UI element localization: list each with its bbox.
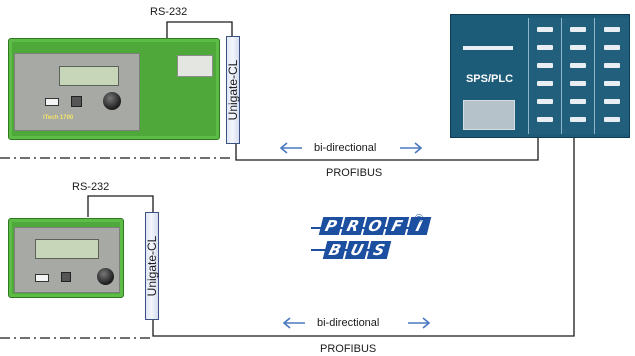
profibus-logo-line-top: [311, 227, 415, 229]
upper-device: iTech 1700: [8, 38, 220, 140]
profibus-logo-letter: U: [344, 241, 370, 259]
lower-bus-label: PROFIBUS: [320, 343, 377, 355]
plc-io-slot: [604, 81, 620, 86]
plc-io-slot: [604, 45, 620, 50]
plc-io-slot: [537, 45, 553, 50]
lower-rs232-label: RS-232: [72, 181, 110, 193]
profibus-logo: P R O F I B U S ®: [311, 213, 432, 267]
lower-device: [8, 218, 124, 298]
upper-device-label-plate: [177, 55, 213, 77]
plc-io-slot: [570, 45, 586, 50]
upper-usb-b-port-icon: [71, 96, 82, 107]
lower-gateway: Unigate-CL: [145, 212, 159, 320]
plc-io-slot: [537, 63, 553, 68]
plc-io-slot: [570, 117, 586, 122]
lower-direction-label: bi-directional: [317, 317, 380, 329]
plc-io-slot: [537, 27, 553, 32]
profibus-logo-letter: B: [322, 241, 348, 259]
upper-profibus-line: [235, 138, 539, 161]
plc-window: [463, 100, 515, 130]
lower-usb-b-port-icon: [61, 272, 71, 282]
profibus-logo-letter: R: [340, 217, 366, 235]
upper-bus-label: PROFIBUS: [326, 167, 383, 179]
plc-module-3: [594, 18, 629, 134]
plc-io-slot: [604, 99, 620, 104]
plc-io-slot: [537, 117, 553, 122]
upper-rs232-cable: [166, 21, 233, 40]
upper-device-display: [59, 66, 119, 86]
profibus-logo-top-row: P R O F I: [318, 217, 432, 235]
lower-rs232-cable: [87, 195, 154, 217]
upper-device-logo: iTech 1700: [43, 115, 74, 121]
upper-usb-port-icon: [45, 98, 59, 106]
plc-indicator-bar: [463, 46, 513, 50]
lower-gateway-label: Unigate-CL: [145, 235, 159, 297]
lower-profibus-line: [152, 138, 575, 337]
upper-device-knob-icon: [103, 92, 121, 110]
plc-io-slot: [604, 27, 620, 32]
upper-rs232-label: RS-232: [150, 6, 188, 18]
profibus-logo-letter: P: [318, 217, 344, 235]
upper-right-arrow: [400, 142, 423, 154]
upper-direction-label: bi-directional: [314, 142, 377, 154]
plc-io-slot: [570, 99, 586, 104]
lower-right-arrow: [408, 317, 431, 329]
plc-label: SPS/PLC: [465, 73, 514, 85]
plc-io-slot: [570, 81, 586, 86]
upper-gateway: Unigate-CL: [226, 36, 240, 144]
plc-io-slot: [537, 99, 553, 104]
profibus-logo-bottom-row: B U S: [322, 241, 392, 259]
lower-device-knob-icon: [97, 268, 114, 285]
profibus-logo-letter: O: [362, 217, 388, 235]
lower-usb-port-icon: [35, 274, 49, 282]
lower-left-arrow: [282, 317, 305, 329]
plc-unit: SPS/PLC: [450, 14, 630, 138]
plc-module-2: [561, 18, 595, 134]
profibus-logo-letter: S: [366, 241, 392, 259]
plc-io-slot: [570, 27, 586, 32]
upper-device-panel: [14, 53, 140, 131]
upper-gateway-label: Unigate-CL: [226, 59, 240, 121]
lower-device-panel: [14, 227, 120, 293]
plc-module-1: [528, 18, 562, 134]
lower-device-display: [35, 239, 99, 259]
plc-io-slot: [604, 63, 620, 68]
plc-io-slot: [570, 63, 586, 68]
plc-io-slot: [537, 81, 553, 86]
profibus-registered-mark: ®: [415, 213, 424, 225]
profibus-logo-letter: F: [384, 217, 410, 235]
plc-io-slot: [604, 117, 620, 122]
upper-left-arrow: [279, 142, 302, 154]
